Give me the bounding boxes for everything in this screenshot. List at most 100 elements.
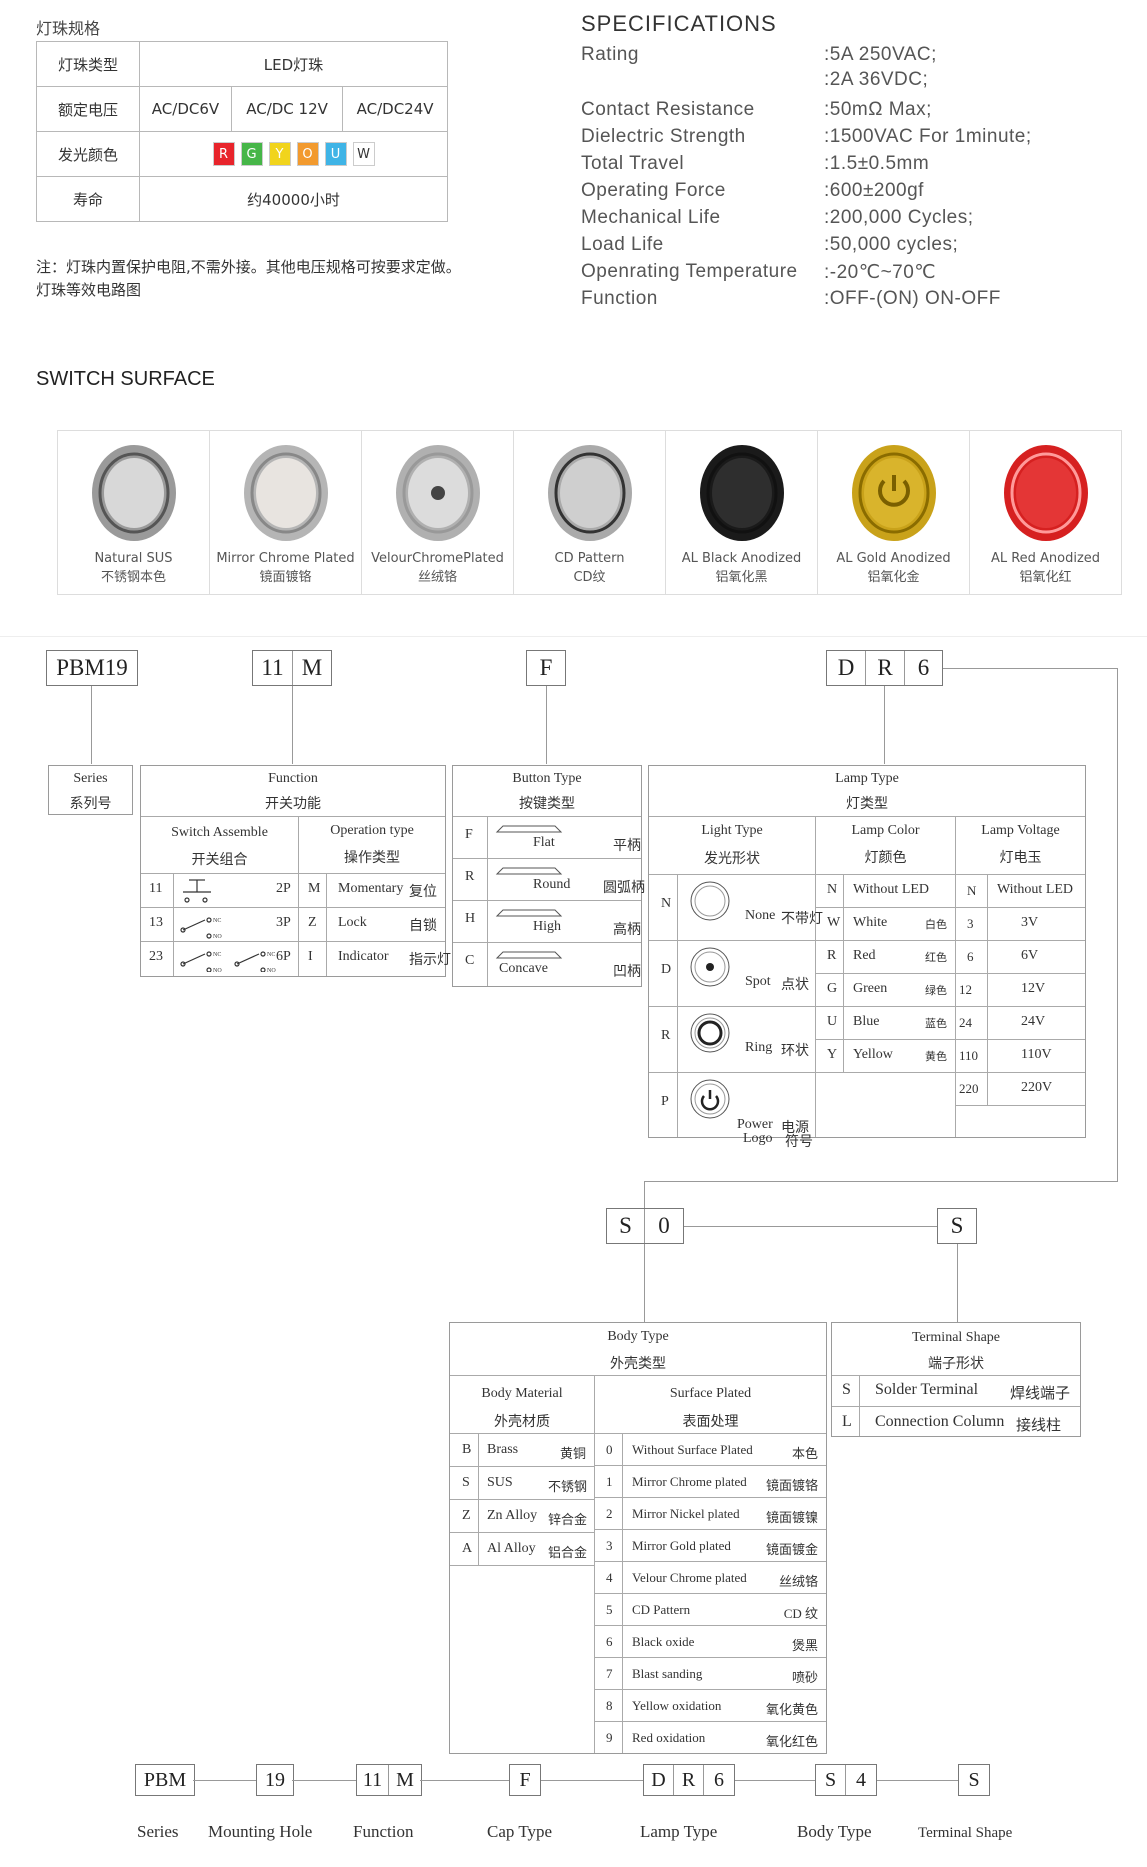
- sur-cn: 本色: [791, 1446, 818, 1461]
- spec-value: :50mΩ Max;: [824, 99, 932, 120]
- spec-key: Mechanical Life: [581, 207, 721, 228]
- label-cell: 额定电压: [36, 86, 140, 132]
- mat-en: Brass: [487, 1442, 519, 1457]
- light-en: None: [745, 908, 776, 923]
- row-line: [453, 858, 641, 859]
- spec-value: :1.5±0.5mm: [824, 153, 930, 174]
- op-en: Momentary: [338, 881, 404, 896]
- col-line: [843, 874, 844, 1072]
- color-en: Green: [853, 981, 888, 996]
- mat-code: S: [462, 1475, 470, 1490]
- row-line: [453, 942, 641, 943]
- surface-en: Natural SUS: [94, 551, 173, 566]
- color-en: Yellow: [853, 1047, 893, 1062]
- button-en: Flat: [533, 835, 555, 850]
- button-shape-icon: [495, 860, 565, 880]
- sur-en: CD Pattern: [632, 1602, 691, 1617]
- button-en: Round: [533, 877, 571, 892]
- connector: [684, 1226, 937, 1227]
- color-cn: 绿色: [925, 985, 947, 997]
- sur-en: Mirror Chrome plated: [632, 1474, 747, 1489]
- surface-cn: 铝氧化金: [867, 570, 920, 585]
- row-line: [450, 1466, 594, 1467]
- fn-poles: 2P: [276, 881, 291, 896]
- code-char: 11: [357, 1765, 389, 1795]
- row-line: [955, 907, 1085, 908]
- body-cn: 外壳类型: [610, 1357, 666, 1372]
- light-en: Logo: [743, 1131, 773, 1146]
- color-chip: Y: [268, 142, 291, 166]
- terminal-code: L: [842, 1413, 852, 1430]
- color-code: N: [827, 882, 838, 897]
- body-box: Body Type 外壳类型 Body Material 外壳材质 Surfac…: [449, 1322, 827, 1754]
- svg-text:NO: NO: [267, 968, 276, 972]
- fn-poles: 3P: [276, 915, 291, 930]
- optype-en: Operation type: [330, 823, 414, 838]
- sur-cn: 煲黑: [791, 1638, 818, 1653]
- row-line: [649, 1006, 815, 1007]
- sur-cn: 镜面镀金: [765, 1542, 818, 1557]
- row-line: [815, 940, 955, 941]
- spec-value: :600±200gf: [824, 180, 924, 201]
- button-shape-icon: [495, 902, 565, 922]
- color-chip: W: [352, 142, 375, 166]
- col-line: [677, 874, 678, 1137]
- row-line: [450, 1499, 594, 1500]
- surface-en: Mirror Chrome Plated: [216, 551, 355, 566]
- sur-cn: 镜面镀铬: [765, 1478, 818, 1493]
- volt-cn: 灯电玉: [999, 851, 1042, 866]
- color-code: R: [827, 948, 837, 963]
- col-line: [859, 1375, 860, 1436]
- row-line: [594, 1497, 826, 1498]
- lamp-en: Lamp Type: [835, 771, 899, 786]
- switch-knob-icon: [86, 437, 182, 549]
- color-chip: O: [296, 142, 319, 166]
- row-line: [141, 816, 445, 817]
- row-line: [594, 1689, 826, 1690]
- spec-value: :5A 250VAC;: [824, 44, 937, 65]
- assemble-cn: 开关组合: [191, 853, 248, 868]
- code-char: PBM19: [56, 655, 128, 680]
- svg-text:NC: NC: [267, 952, 275, 958]
- spec-key: Dielectric Strength: [581, 126, 746, 147]
- surface-cn: 铝氧化黑: [715, 570, 768, 585]
- button-cn: 圆弧柄: [603, 881, 645, 896]
- switch-knob-icon: [846, 437, 942, 549]
- sur-cn: CD 纹: [783, 1606, 818, 1621]
- body-en: Body Type: [607, 1329, 669, 1344]
- switch-knob-icon: [238, 437, 334, 549]
- value-cell: LED灯珠: [139, 41, 448, 87]
- color-chip: G: [240, 142, 263, 166]
- row-line: [955, 940, 1085, 941]
- value-cell: 约40000小时: [139, 176, 448, 222]
- mat-en: Zn Alloy: [487, 1508, 538, 1523]
- connector: [292, 686, 293, 764]
- spec-key: Openrating Temperature: [581, 261, 798, 282]
- connector: [193, 1780, 256, 1781]
- row-line: [594, 1465, 826, 1466]
- svg-text:NC: NC: [213, 918, 221, 924]
- light-code: R: [661, 1028, 671, 1043]
- code-char: 0: [658, 1213, 670, 1238]
- col-line: [173, 873, 174, 976]
- bottom-label: Terminal Shape: [918, 1825, 1013, 1841]
- color-cn: 灯颜色: [864, 851, 907, 866]
- connector: [644, 1244, 645, 1322]
- series-box: Series 系列号: [48, 765, 133, 815]
- op-code: Z: [308, 915, 317, 930]
- op-en: Indicator: [338, 949, 389, 964]
- button-shape-icon: [495, 818, 565, 838]
- switch-knob-icon: [542, 437, 638, 549]
- sur-code: 0: [606, 1442, 613, 1457]
- row-line: [594, 1561, 826, 1562]
- row-line: [594, 1593, 826, 1594]
- row-line: [453, 900, 641, 901]
- connector: [884, 686, 885, 764]
